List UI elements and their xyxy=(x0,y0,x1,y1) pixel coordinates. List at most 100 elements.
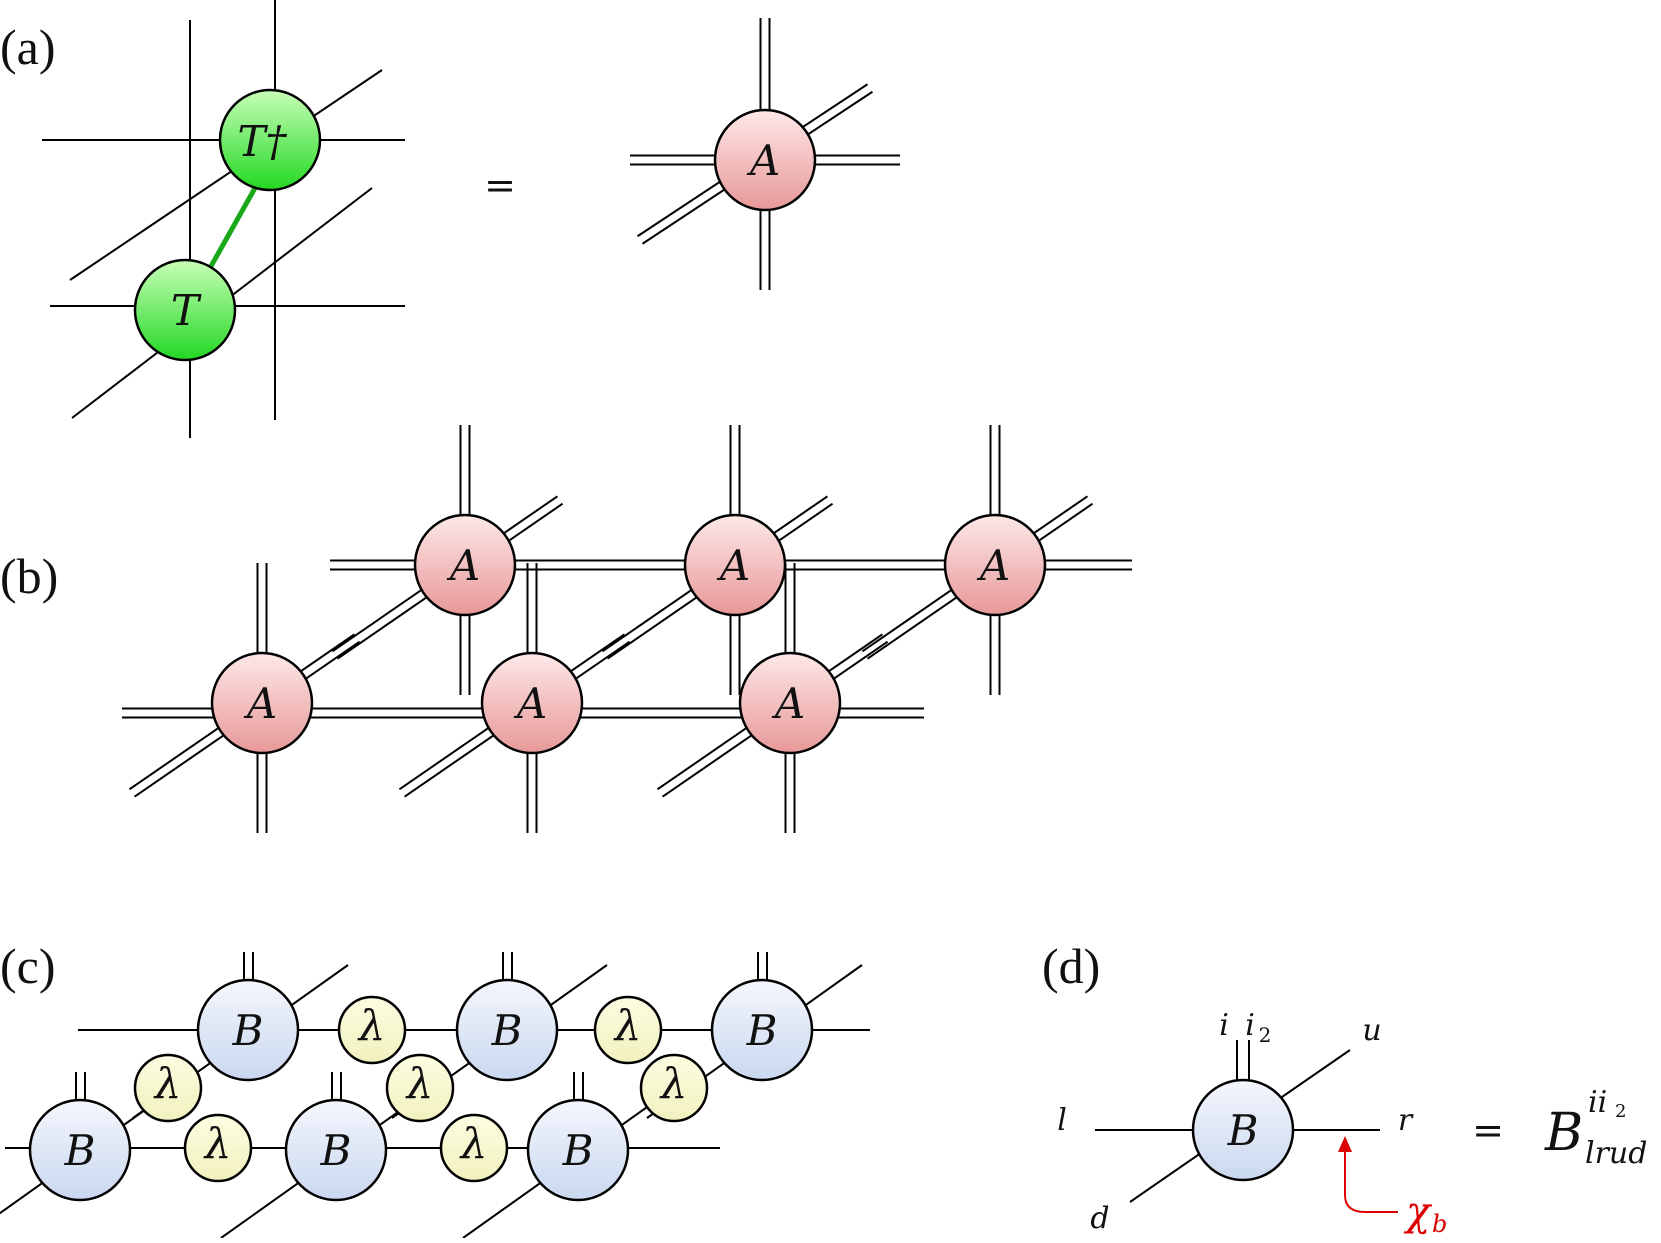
c-tensor-B-4-label: B xyxy=(320,1126,352,1175)
panel-d: (d) B l r u d i i 2 = B ii 2 lrud xyxy=(1042,938,1647,1238)
index-l: l xyxy=(1057,1103,1067,1138)
c-tensor-B-2-circle xyxy=(710,978,814,1082)
c-tensor-B-5-circle xyxy=(526,1098,630,1202)
bond-dim-chi: χ xyxy=(1403,1189,1433,1235)
b-tensor-A-2: A xyxy=(943,513,1047,617)
b-tensor-A-1-label: A xyxy=(716,541,750,590)
bond-dim-annotation: χ b xyxy=(1338,1136,1447,1238)
c-lambda-1-label: λ xyxy=(613,1001,642,1050)
c-tensor-B-2-label: B xyxy=(746,1006,778,1055)
c-lambda-2-circle xyxy=(133,1053,203,1123)
c-lambda-6: λ xyxy=(439,1113,509,1183)
panel-label-a: (a) xyxy=(0,19,56,75)
c-tensor-B-1-circle xyxy=(455,978,559,1082)
c-tensor-B-5: B xyxy=(526,1098,630,1202)
b-tensor-A-1: A xyxy=(683,513,787,617)
c-tensor-B-1-label: B xyxy=(491,1006,523,1055)
a-result-node: A xyxy=(713,108,817,212)
b-tensor-A-4-circle xyxy=(480,651,584,755)
c-lambda-5-label: λ xyxy=(203,1119,232,1168)
index-i: i xyxy=(1219,1008,1229,1043)
equals-sign-a: = xyxy=(484,163,516,207)
b-tensor-A-5-circle xyxy=(738,651,842,755)
c-lambda-3: λ xyxy=(385,1053,455,1123)
c-lambda-2: λ xyxy=(133,1053,203,1123)
result-tensor-A: A xyxy=(630,18,900,290)
c-tensor-B-0: B xyxy=(196,978,300,1082)
c-lambda-4-label: λ xyxy=(659,1059,688,1108)
c-tensor-B-3-label: B xyxy=(64,1126,96,1175)
c-lambda-4-circle xyxy=(639,1053,709,1123)
t-legs xyxy=(50,20,405,438)
c-lambda-1-circle xyxy=(593,995,663,1065)
panel-a: (a) T† T = A xyxy=(0,0,900,438)
c-lambda-5-circle xyxy=(183,1113,253,1183)
c-tensor-B-0-circle xyxy=(196,978,300,1082)
c-lambda-1: λ xyxy=(593,995,663,1065)
c-tensor-B-3: B xyxy=(28,1098,132,1202)
c-tensor-B-1: B xyxy=(455,978,559,1082)
b-tensor-A-3-label: A xyxy=(243,679,277,728)
c-tensor-B-5-label: B xyxy=(562,1126,594,1175)
b-tensor-A-0-circle xyxy=(413,513,517,617)
panel-b: (b) A A A A A A xyxy=(0,425,1132,833)
c-lambda-0: λ xyxy=(337,995,407,1065)
a-result-node-label: A xyxy=(746,136,780,185)
panel-label-d: (d) xyxy=(1042,938,1100,994)
b-tensor-A-2-label: A xyxy=(976,541,1010,590)
c-lambda-6-label: λ xyxy=(459,1119,488,1168)
b-tensor-A-3: A xyxy=(210,651,314,755)
panel-label-c: (c) xyxy=(0,938,56,994)
equals-sign-d: = xyxy=(1472,1108,1504,1152)
a-result-node-circle xyxy=(713,108,817,212)
tdagger-node: T† xyxy=(218,88,322,192)
d-node-B-label: B xyxy=(1227,1106,1259,1155)
c-tensor-B-3-circle xyxy=(28,1098,132,1202)
b-tensor-A-5: A xyxy=(738,651,842,755)
t-tdagger-bond xyxy=(207,186,258,270)
b-tensor-A-5-label: A xyxy=(771,679,805,728)
b-tensor-A-0-label: A xyxy=(446,541,480,590)
c-lambda-6-circle xyxy=(439,1113,509,1183)
c-lambda-4: λ xyxy=(639,1053,709,1123)
panel-label-b: (b) xyxy=(0,548,58,604)
formula-B-lrud: B ii 2 lrud xyxy=(1544,1085,1647,1171)
bond-dim-arrowhead xyxy=(1338,1136,1352,1152)
c-tensor-B-0-label: B xyxy=(232,1006,264,1055)
b-tensor-A-4-label: A xyxy=(513,679,547,728)
b-tensor-A-1-circle xyxy=(683,513,787,617)
c-lambda-0-circle xyxy=(337,995,407,1065)
c-tensor-B-4: B xyxy=(284,1098,388,1202)
t-label: T xyxy=(171,286,202,335)
b-tensor-A-3-circle xyxy=(210,651,314,755)
c-lambda-3-circle xyxy=(385,1053,455,1123)
index-d: d xyxy=(1090,1201,1109,1236)
b-tensor-nodes: A A A A A A xyxy=(210,513,1047,755)
index-i2-base: i xyxy=(1245,1008,1255,1043)
index-u: u xyxy=(1362,1013,1381,1048)
tdagger-label: T† xyxy=(237,117,287,166)
index-r: r xyxy=(1398,1103,1414,1138)
b-tensor-A-0: A xyxy=(413,513,517,617)
c-lambda-0-label: λ xyxy=(357,1001,386,1050)
c-tensor-B-4-circle xyxy=(284,1098,388,1202)
t-node: T xyxy=(133,258,237,362)
index-i2-sub: 2 xyxy=(1259,1023,1272,1047)
formula-superscript-sub: 2 xyxy=(1615,1101,1626,1122)
b-double-bonds xyxy=(122,425,1132,833)
bond-dim-arrow xyxy=(1344,1140,1398,1213)
c-tensor-B-2: B xyxy=(710,978,814,1082)
c-lambda-3-label: λ xyxy=(405,1059,434,1108)
d-node-B: B xyxy=(1191,1078,1295,1182)
c-lambda-2-label: λ xyxy=(153,1059,182,1108)
bond-dim-sub: b xyxy=(1432,1210,1447,1238)
formula-subscript: lrud xyxy=(1585,1136,1647,1171)
formula-superscript: ii xyxy=(1588,1085,1607,1120)
b-tensor-A-2-circle xyxy=(943,513,1047,617)
index-physical: i i 2 xyxy=(1219,1008,1271,1047)
c-lambda-5: λ xyxy=(183,1113,253,1183)
